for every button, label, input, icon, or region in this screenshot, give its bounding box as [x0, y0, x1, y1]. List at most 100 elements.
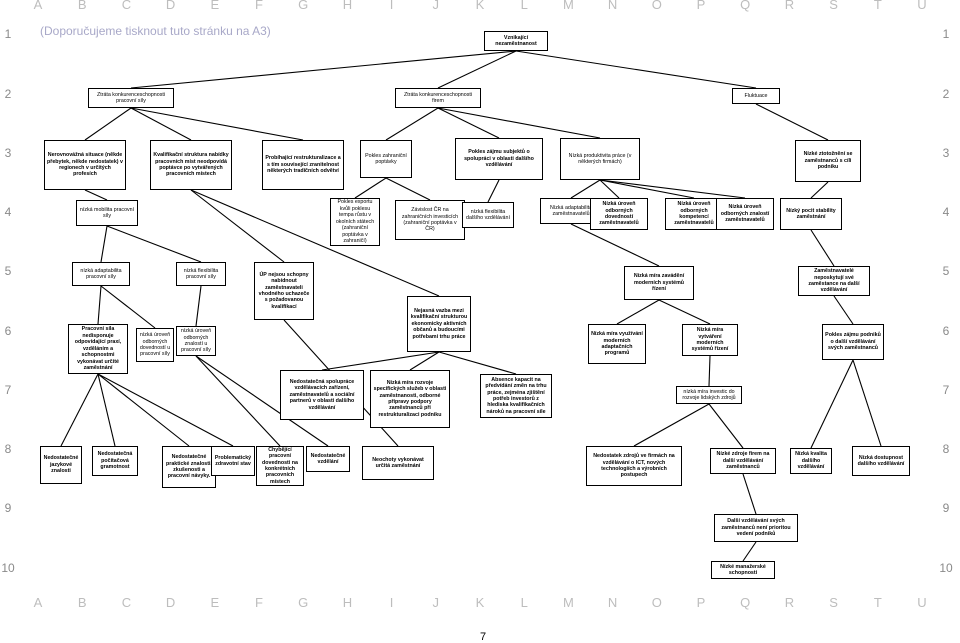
connector-line [97, 285, 102, 325]
connector-line [385, 177, 431, 201]
diagram-node: Nízká úroveň odborných znalostí zaměstna… [716, 198, 774, 230]
connector-line [100, 225, 108, 263]
connector-line [755, 103, 829, 141]
diagram-node: Nedostatek zdrojů ve firmách na vzdělává… [586, 446, 682, 486]
column-letter: B [77, 595, 87, 610]
connector-line [633, 403, 710, 447]
connector-line [742, 473, 757, 515]
diagram-node: Nedostatečné jazykové znalosti [40, 446, 82, 484]
column-letter: F [255, 595, 263, 610]
diagram-node: Nedostatečná počítačová gramotnost [92, 446, 138, 476]
diagram-node: Nízký pocit stability zaměstnání [780, 198, 842, 230]
diagram-node: Absence kapacit na předvídání změn na tr… [480, 374, 552, 418]
column-letter: E [210, 0, 220, 12]
column-letter: Q [740, 595, 751, 610]
row-number: 6 [4, 324, 12, 338]
diagram-node: Neochoty vykonávat určitá zaměstnání [362, 446, 434, 480]
column-letter: I [389, 0, 394, 12]
diagram-node: Nedostatečné vzdělání [306, 446, 350, 472]
diagram-node: Další vzdělávání svých zaměstnanců není … [714, 514, 798, 542]
column-letter: C [121, 0, 132, 12]
connector-line [60, 373, 99, 447]
diagram-node: Nízké manažerské schopnosti [711, 561, 775, 579]
connector-line [130, 107, 304, 141]
diagram-node: Problematický zdravotní stav [211, 446, 255, 476]
row-number: 7 [4, 383, 12, 397]
diagram-node: nízká flexibilita pracovní síly [176, 262, 226, 286]
connector-line [195, 285, 202, 327]
column-letter: I [389, 595, 394, 610]
connector-line [321, 351, 440, 371]
column-letter: L [520, 595, 528, 610]
connector-line [810, 181, 829, 199]
row-number: 3 [942, 146, 950, 160]
column-letter: D [165, 0, 176, 12]
diagram-node: Nedostatečné praktické znalosti, zkušeno… [162, 446, 216, 488]
row-number: 1 [4, 27, 12, 41]
row-number: 4 [4, 205, 12, 219]
column-letter: G [298, 595, 309, 610]
connector-line [852, 359, 882, 447]
connector-line [106, 225, 202, 263]
connector-line [810, 359, 854, 449]
diagram-node: nízká úroveň odborných znalostí u pracov… [176, 326, 216, 356]
diagram-node: Závislost ČR na zahraničních investicích… [395, 200, 465, 240]
connector-line [708, 355, 711, 387]
column-letter: G [298, 0, 309, 12]
row-number: 9 [4, 501, 12, 515]
diagram-node: nízká mobilita pracovní síly [76, 200, 138, 226]
connector-line [97, 373, 116, 447]
diagram-node: Nízké ztotožnění se zaměstnanců s cíli p… [795, 140, 861, 182]
connector-line [190, 189, 285, 263]
connector-line [437, 107, 500, 139]
connector-line [437, 50, 517, 89]
diagram-node: Nízké zdroje firem na další vzdělávání z… [710, 448, 776, 474]
row-number: 5 [4, 264, 12, 278]
diagram-node: Nízká úroveň odborných kompetencí zaměst… [665, 198, 723, 230]
connector-line [385, 107, 439, 141]
column-letter: U [917, 0, 927, 12]
connector-line [833, 295, 854, 325]
diagram-node: Probíhající restrukturalizace a s tím so… [262, 140, 344, 190]
column-letter: A [33, 0, 43, 12]
diagram-node: Nerovnovážná situace (někde přebytek, ně… [44, 140, 126, 190]
connector-line [658, 299, 711, 325]
diagram-node: Nízká dostupnost dalšího vzdělávání [852, 446, 910, 476]
diagram-node: Pokles zájmu subjektů o spolupráci v obl… [455, 138, 543, 180]
connector-line [742, 541, 757, 562]
column-letter: B [77, 0, 87, 12]
diagram-node: nízká adaptabilita pracovní síly [72, 262, 130, 286]
diagram-node: Pracovní síla nedisponuje odpovídající p… [68, 324, 128, 374]
diagram-node: Pokles zájmu podniků o další vzdělávání … [822, 324, 884, 360]
row-number: 2 [4, 87, 12, 101]
connector-line [570, 223, 660, 267]
column-letter: P [696, 595, 706, 610]
diagram-node: Nízká produktivita práce (v některých fi… [560, 138, 640, 180]
column-letter: H [342, 595, 353, 610]
diagram-node: Pokles zahraniční poptávky [360, 140, 412, 178]
column-letter: O [651, 0, 662, 12]
connector-line [515, 50, 757, 89]
column-letter: R [784, 0, 795, 12]
diagram-node: Chybějící pracovní dovednosti na konkrét… [256, 446, 304, 486]
column-letter: M [562, 595, 574, 610]
connector-line [190, 189, 440, 297]
diagram-node: nízká úroveň odborných dovedností u prac… [136, 328, 174, 362]
diagram-node: Zaměstnavatelé neposkytují své zaměstanc… [798, 266, 870, 296]
row-number: 8 [4, 442, 12, 456]
column-letter: N [607, 0, 618, 12]
row-number: 3 [4, 146, 12, 160]
column-letter: T [873, 0, 882, 12]
row-number: 7 [942, 383, 950, 397]
connector-line [84, 189, 108, 201]
column-letter: J [432, 595, 440, 610]
column-letter: A [33, 595, 43, 610]
page-number: 7 [480, 631, 487, 643]
connector-line [84, 107, 132, 141]
connector-line [616, 299, 660, 325]
row-number: 5 [942, 264, 950, 278]
row-number: 9 [942, 501, 950, 515]
diagram-node: Nízká míra vytváření moderních systémů ř… [682, 324, 738, 356]
